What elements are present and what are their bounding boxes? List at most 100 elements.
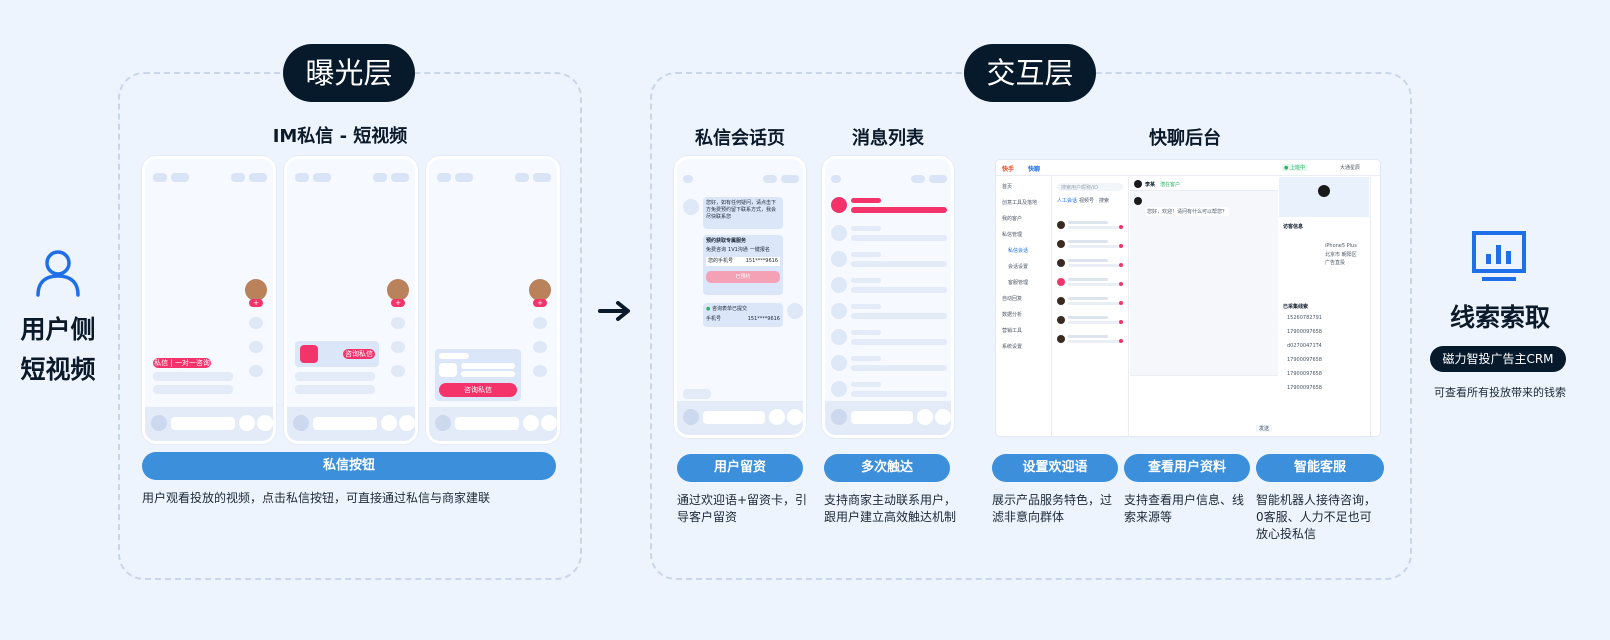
session-avatar[interactable] (1057, 221, 1065, 229)
message-item-line (851, 235, 947, 241)
sidebar-item[interactable]: 首页 (1002, 184, 1013, 190)
message-item-avatar[interactable] (831, 303, 847, 319)
user-icon (34, 248, 82, 298)
user-lead-button[interactable]: 用户留资 (677, 454, 803, 482)
message-item-line (851, 365, 947, 371)
session-line (1068, 316, 1108, 319)
message-item-avatar[interactable] (831, 355, 847, 371)
kuailiao-backend-screenshot: 快手 快聊 ● 上班中 大通星辰 首页创意工具及落地我的客户私信管理私信会话会话… (996, 160, 1380, 436)
session-avatar[interactable] (1057, 316, 1065, 324)
phone-mockup-1: + 私信 | 一对一咨询 > (142, 156, 276, 444)
sidebar-item[interactable]: 营销工具 (1002, 328, 1023, 334)
session-line (1068, 221, 1108, 224)
submit-button[interactable]: 已预约 (706, 271, 780, 283)
private-message-tag[interactable]: 私信 | 一对一咨询 > (153, 358, 211, 377)
smart-service-button[interactable]: 智能客服 (1256, 454, 1384, 482)
brand-logo: 快手 (1002, 166, 1015, 173)
tab-search[interactable]: 搜索 (1099, 198, 1110, 204)
sidebar-item[interactable]: 私信管理 (1002, 232, 1023, 238)
sidebar-item[interactable]: 私信会话 (1008, 248, 1029, 254)
message-list-title: 消息列表 (852, 128, 924, 149)
message-list-description: 支持商家主动联系用户，跟用户建立高效触达机制 (824, 493, 957, 524)
search-input[interactable] (1057, 183, 1123, 191)
brand-logo-2: 快聊 (1028, 166, 1041, 173)
user-label-line1: 用户侧 (20, 315, 96, 344)
session-line (1068, 340, 1120, 343)
user-side-label: 用户侧 短视频 (8, 310, 108, 390)
set-greeting-button[interactable]: 设置欢迎语 (992, 454, 1118, 482)
unread-badge (1119, 320, 1123, 324)
tab-manual[interactable]: 人工会话 (1057, 198, 1078, 204)
message-item-avatar[interactable] (831, 225, 847, 241)
sidebar-item[interactable]: 数据分析 (1002, 312, 1023, 318)
sidebar-item[interactable]: 自动回复 (1002, 296, 1023, 302)
submitted-card: ● 咨询表单已提交 手机号 151****9616 (703, 303, 783, 327)
sidebar-item[interactable]: 客服管理 (1008, 280, 1029, 286)
tab-video[interactable]: 视频号 (1079, 198, 1095, 204)
session-line (1068, 259, 1108, 262)
like-icon (249, 317, 263, 329)
chat-page-mockup: 您好，如有任何疑问，请点击下方免费预约留下联系方式，我会尽快联系您 预约获取专属… (674, 156, 806, 438)
message-item-avatar[interactable] (831, 277, 847, 293)
profile-panel: 访客信息 iPhone5 Plus 北京市 朝阳区 广告直投 已采集线索 152… (1279, 177, 1369, 436)
exposure-description: 用户观看投放的视频，点击私信按钮，可直接通过私信与商家建联 (142, 491, 491, 505)
unread-badge (1119, 244, 1123, 248)
session-line (1068, 283, 1120, 286)
private-message-button[interactable]: 私信按钮 (142, 452, 556, 480)
clue-row: 17900097658 (1287, 385, 1322, 391)
chat-area: 李某 潜在客户 您好，欢迎！请问有什么可以帮您？ 发送 (1130, 177, 1278, 436)
message-item-avatar[interactable] (831, 251, 847, 267)
contact-tag: 潜在客户 (1160, 182, 1181, 188)
session-line (1068, 335, 1108, 338)
message-item-line (851, 313, 947, 319)
sidebar: 首页创意工具及落地我的客户私信管理私信会话会话设置客服管理自动回复数据分析营销工… (996, 177, 1052, 436)
message-item-avatar[interactable] (831, 381, 847, 397)
clue-row: 17900097658 (1287, 329, 1322, 335)
message-item-avatar[interactable] (831, 329, 847, 345)
greeting-bubble: 您好，如有任何疑问，请点击下方免费预约留下联系方式，我会尽快联系您 (703, 197, 783, 229)
input-area[interactable] (1130, 375, 1278, 436)
session-avatar[interactable] (1057, 240, 1065, 248)
profile-description: 支持查看用户信息、线索来源等 (1124, 493, 1245, 524)
message-item-line (851, 226, 881, 231)
message-item-line (851, 382, 881, 387)
consult-message-button[interactable]: 咨询私信 (439, 383, 517, 397)
session-avatar[interactable] (1057, 297, 1065, 305)
exposure-column-title: IM私信 - 短视频 (272, 126, 408, 147)
profile-title: 访客信息 (1283, 224, 1304, 230)
session-line (1068, 240, 1108, 243)
unread-badge (1119, 282, 1123, 286)
session-line (1068, 297, 1108, 300)
consult-message-tag[interactable]: 咨询私信 (343, 349, 375, 359)
exposure-title: 曝光层 (283, 44, 415, 102)
sidebar-item[interactable]: 会话设置 (1008, 264, 1029, 270)
sidebar-item[interactable]: 系统设置 (1002, 344, 1023, 350)
share-icon (249, 365, 263, 377)
session-line (1068, 264, 1120, 267)
sidebar-item[interactable]: 创意工具及落地 (1002, 200, 1038, 206)
session-line (1068, 278, 1108, 281)
interaction-title: 交互层 (964, 44, 1096, 102)
avatar (1318, 185, 1330, 197)
multi-reach-button[interactable]: 多次触达 (824, 454, 950, 482)
crm-description: 可查看所有投放带来的钱索 (1434, 386, 1566, 399)
clue-row: d02700471T4 (1287, 343, 1322, 349)
message-item-line (851, 330, 881, 335)
user-name: 大通星辰 (1340, 165, 1361, 171)
active-message-item[interactable] (831, 197, 847, 213)
phone-mockup-2: + 咨询私信 (284, 156, 418, 444)
session-avatar[interactable] (1057, 278, 1065, 286)
session-line (1068, 226, 1120, 229)
session-avatar[interactable] (1057, 259, 1065, 267)
sidebar-item[interactable]: 我的客户 (1002, 216, 1023, 222)
message-list-mockup (822, 156, 954, 438)
send-button[interactable]: 发送 (1256, 425, 1273, 432)
clue-title: 已采集线索 (1283, 304, 1309, 310)
message-item-line (851, 339, 947, 345)
unread-badge (1119, 225, 1123, 229)
session-list: 搜索用户昵称/ID 人工会话 视频号 搜索 (1053, 177, 1129, 436)
view-profile-button[interactable]: 查看用户资料 (1124, 454, 1250, 482)
message-item-line (851, 304, 881, 309)
clue-row: 17900097658 (1287, 357, 1322, 363)
session-avatar[interactable] (1057, 335, 1065, 343)
